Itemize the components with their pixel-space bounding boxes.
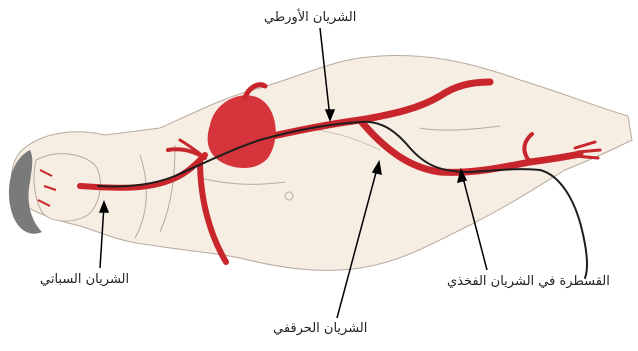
carotid-label: الشريان السباتي xyxy=(40,272,129,288)
aorta-label: الشريان الأورطي xyxy=(264,10,356,26)
iliac-label: الشريان الحرقفي xyxy=(273,321,367,337)
femoral-catheter-label: القسطرة في الشريان الفخذي xyxy=(447,274,610,290)
